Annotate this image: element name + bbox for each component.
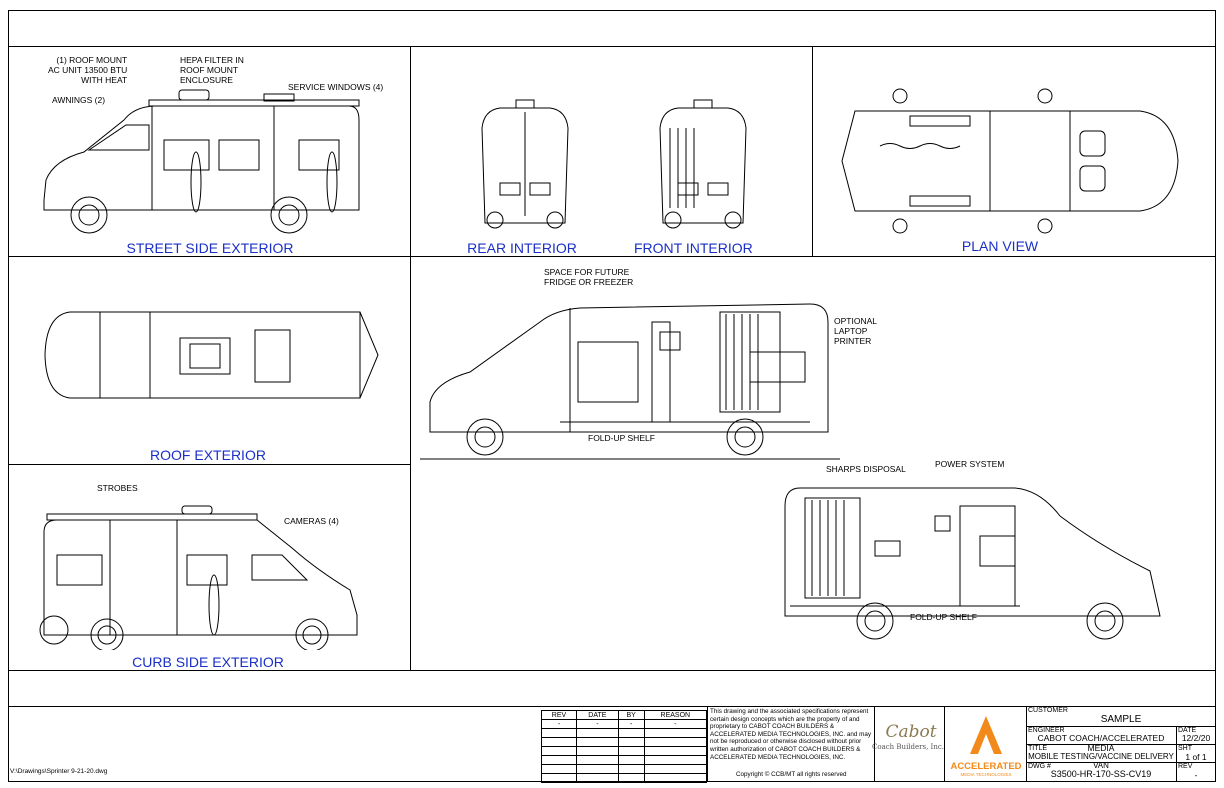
customer-label: CUSTOMER [1028, 707, 1068, 714]
rear-interior-drawing [481, 99, 569, 229]
cabot-subtitle: Coach Builders, Inc. [872, 743, 944, 751]
rev-cell: - [576, 719, 619, 729]
note-fridge-space: SPACE FOR FUTURE FRIDGE OR FREEZER [544, 267, 634, 287]
drawing-title: MOBILE TESTING/VACCINE DELIVERY VAN [1028, 752, 1174, 770]
accelerated-logo-mark [970, 716, 1002, 756]
grid-line [410, 46, 411, 670]
date-label: DATE [1178, 727, 1197, 734]
note-awnings: AWNINGS (2) [52, 95, 106, 105]
grid-line [8, 706, 1216, 707]
rev-header: REV [541, 710, 577, 720]
engineer-value: CABOT COACH/ACCELERATED MEDIA [1037, 733, 1165, 753]
customer-value: SAMPLE [1100, 714, 1142, 725]
caption-curb-side: CURB SIDE EXTERIOR [132, 654, 284, 670]
dwg-label: DWG # [1028, 763, 1051, 770]
note-sharps-disposal: SHARPS DISPOSAL [826, 464, 906, 474]
rev-cell: - [643, 719, 708, 729]
caption-rear-interior: REAR INTERIOR [467, 240, 577, 256]
grid-line [8, 464, 410, 465]
copyright: Copyright © CCB/MT all rights reserved [736, 771, 847, 778]
grid-line [812, 46, 813, 256]
caption-front-interior: FRONT INTERIOR [634, 240, 753, 256]
rev-label: REV [1178, 763, 1193, 770]
rev-cell: - [617, 719, 645, 729]
sheet-label: SHT [1178, 745, 1192, 752]
dwg-number: S3500-HR-170-SS-CV19 [1050, 769, 1152, 779]
grid-line [8, 256, 1216, 257]
note-fold-up-shelf-1: FOLD-UP SHELF [588, 433, 655, 443]
interior-cutaway-curb-drawing [784, 487, 1161, 640]
note-fold-up-shelf-2: FOLD-UP SHELF [910, 612, 977, 622]
note-service-windows: SERVICE WINDOWS (4) [288, 82, 384, 92]
grid-line [8, 46, 1216, 47]
cabot-logo: Cabot [885, 722, 937, 742]
note-strobes: STROBES [97, 483, 138, 493]
file-path: V:\Drawings\Sprinter 9-21-20.dwg [10, 768, 108, 775]
note-laptop-printer: OPTIONAL LAPTOP PRINTER [834, 316, 877, 346]
note-hepa-filter: HEPA FILTER IN ROOF MOUNT ENCLOSURE [180, 55, 244, 85]
note-ac-unit: (1) ROOF MOUNT AC UNIT 13500 BTU WITH HE… [48, 55, 128, 85]
grid-line [8, 670, 1216, 671]
rev-header: BY [617, 710, 645, 720]
revision-table: REV DATE BY REASON - - - - [541, 710, 708, 783]
rev-value: - [1194, 770, 1198, 780]
title-label: TITLE [1028, 745, 1048, 752]
curb-side-van-drawing [39, 505, 358, 650]
accelerated-logo-text: ACCELERATED [950, 761, 1022, 772]
street-side-van-drawing [43, 89, 360, 234]
note-cameras: CAMERAS (4) [284, 516, 339, 526]
note-power-system: POWER SYSTEM [935, 459, 1005, 469]
plan-view-drawing [841, 88, 1179, 234]
caption-plan-view: PLAN VIEW [961, 238, 1039, 254]
engineer-label: ENGINEER [1028, 727, 1065, 734]
caption-roof-exterior: ROOF EXTERIOR [150, 447, 266, 463]
rev-header: REASON [643, 710, 708, 720]
interior-cutaway-street-drawing [420, 303, 840, 460]
rev-cell: - [541, 719, 577, 729]
sheet-value: 1 of 1 [1185, 752, 1207, 762]
rev-header: DATE [576, 710, 619, 720]
roof-exterior-drawing [44, 311, 379, 399]
caption-street-side: STREET SIDE EXTERIOR [126, 240, 294, 256]
front-interior-drawing [659, 99, 747, 229]
accelerated-subtitle: MEDIA TECHNOLOGIES [960, 772, 1012, 777]
date-value: 12/2/20 [1181, 733, 1211, 743]
legal-notice: This drawing and the associated specific… [710, 708, 872, 761]
